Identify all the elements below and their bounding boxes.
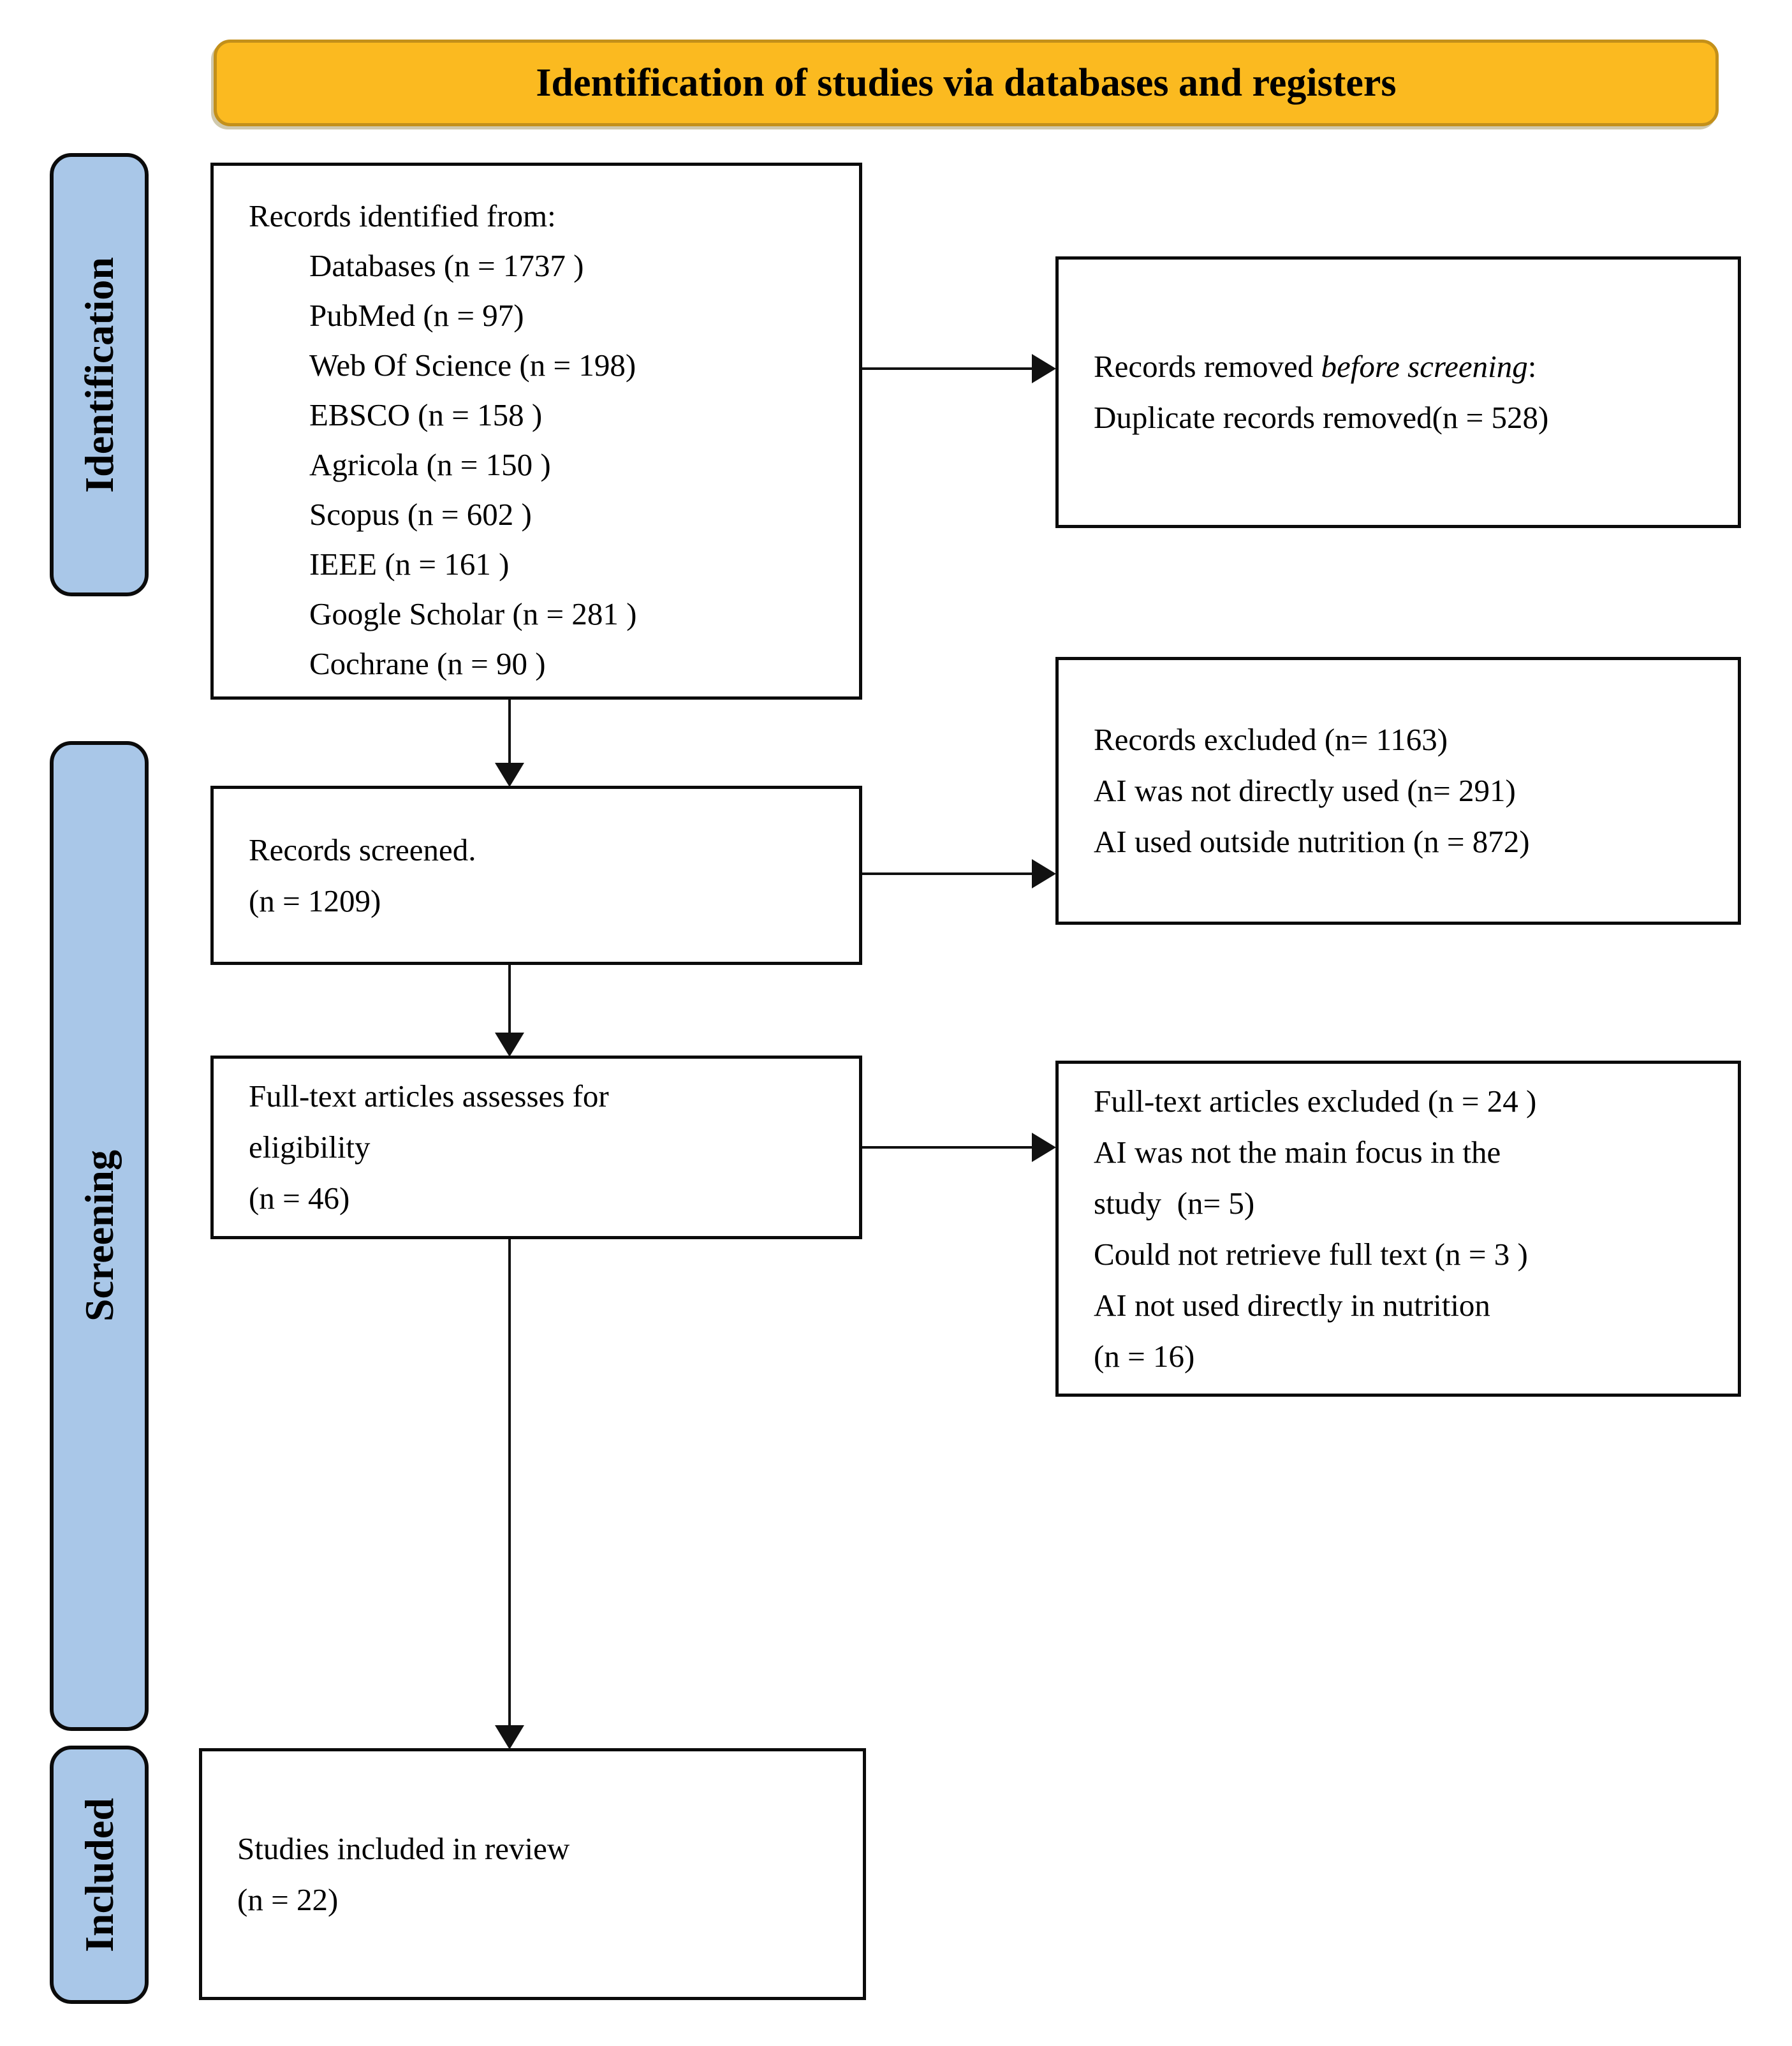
fulltext-excluded-line2: AI was not the main focus in the <box>1094 1134 1501 1170</box>
duplicates-removed-line: Duplicate records removed(n = 528) <box>1094 400 1549 435</box>
arrowhead-right-icon <box>1032 1133 1056 1162</box>
box-records-removed: Records removed before screening: Duplic… <box>1055 256 1741 528</box>
arrowhead-right-icon <box>1032 354 1056 383</box>
source-scopus: Scopus (n = 602 ) <box>309 497 532 532</box>
arrowhead-down-icon <box>495 763 524 787</box>
source-agricola: Agricola (n = 150 ) <box>309 447 551 482</box>
connector-screened-to-excluded <box>862 872 1034 875</box>
connector-fulltext-to-included <box>508 1239 511 1726</box>
studies-included-count: (n = 22) <box>237 1881 339 1917</box>
connector-identified-to-removed <box>862 367 1034 370</box>
fulltext-assessed-count: (n = 46) <box>249 1181 350 1216</box>
box-fulltext-assessed: Full-text articles assesses for eligibil… <box>210 1056 862 1239</box>
box-fulltext-excluded: Full-text articles excluded (n = 24 ) AI… <box>1055 1061 1741 1397</box>
connector-screened-to-fulltext <box>508 965 511 1034</box>
fulltext-excluded-line6: (n = 16) <box>1094 1338 1195 1374</box>
source-web-of-science: Web Of Science (n = 198) <box>309 348 636 383</box>
box-records-screened: Records screened. (n = 1209) <box>210 786 862 965</box>
connector-fulltext-to-ftexcluded <box>862 1146 1034 1149</box>
diagram-title: Identification of studies via databases … <box>536 61 1397 105</box>
stage-label-screening: Screening <box>76 1150 122 1322</box>
source-databases: Databases (n = 1737 ) <box>309 248 584 283</box>
studies-included-line1: Studies included in review <box>237 1830 570 1866</box>
before-screening-italic: before screening <box>1321 349 1528 384</box>
connector-identified-to-screened <box>508 700 511 763</box>
fulltext-excluded-line1: Full-text articles excluded (n = 24 ) <box>1094 1083 1537 1119</box>
records-excluded-line2: AI was not directly used (n= 291) <box>1094 773 1516 808</box>
records-screened-count: (n = 1209) <box>249 883 381 918</box>
box-records-excluded: Records excluded (n= 1163) AI was not di… <box>1055 657 1741 925</box>
fulltext-assessed-line1: Full-text articles assesses for <box>249 1078 609 1114</box>
records-removed-line1: Records removed before screening: <box>1094 349 1537 384</box>
fulltext-excluded-line4: Could not retrieve full text (n = 3 ) <box>1094 1236 1528 1272</box>
stage-band-identification: Identification <box>50 153 149 596</box>
source-cochrane: Cochrane (n = 90 ) <box>309 646 546 681</box>
records-excluded-line3: AI used outside nutrition (n = 872) <box>1094 824 1530 859</box>
arrowhead-down-icon <box>495 1725 524 1749</box>
records-excluded-line1: Records excluded (n= 1163) <box>1094 722 1448 757</box>
records-identified-header: Records identified from: <box>249 198 556 233</box>
title-banner: Identification of studies via databases … <box>214 40 1719 126</box>
stage-label-included: Included <box>76 1797 122 1952</box>
source-pubmed: PubMed (n = 97) <box>309 298 524 333</box>
stage-band-included: Included <box>50 1746 149 2004</box>
source-google-scholar: Google Scholar (n = 281 ) <box>309 596 637 631</box>
stage-label-identification: Identification <box>76 256 122 493</box>
box-studies-included: Studies included in review (n = 22) <box>199 1748 866 2000</box>
fulltext-assessed-line2: eligibility <box>249 1130 371 1165</box>
records-screened-line1: Records screened. <box>249 832 476 867</box>
source-ebsco: EBSCO (n = 158 ) <box>309 397 543 432</box>
fulltext-excluded-line5: AI not used directly in nutrition <box>1094 1287 1490 1323</box>
source-ieee: IEEE (n = 161 ) <box>309 547 510 582</box>
stage-band-screening: Screening <box>50 741 149 1731</box>
fulltext-excluded-line3: study (n= 5) <box>1094 1185 1255 1221</box>
box-records-identified: Records identified from: Databases (n = … <box>210 163 862 700</box>
arrowhead-right-icon <box>1032 859 1056 888</box>
arrowhead-down-icon <box>495 1033 524 1057</box>
